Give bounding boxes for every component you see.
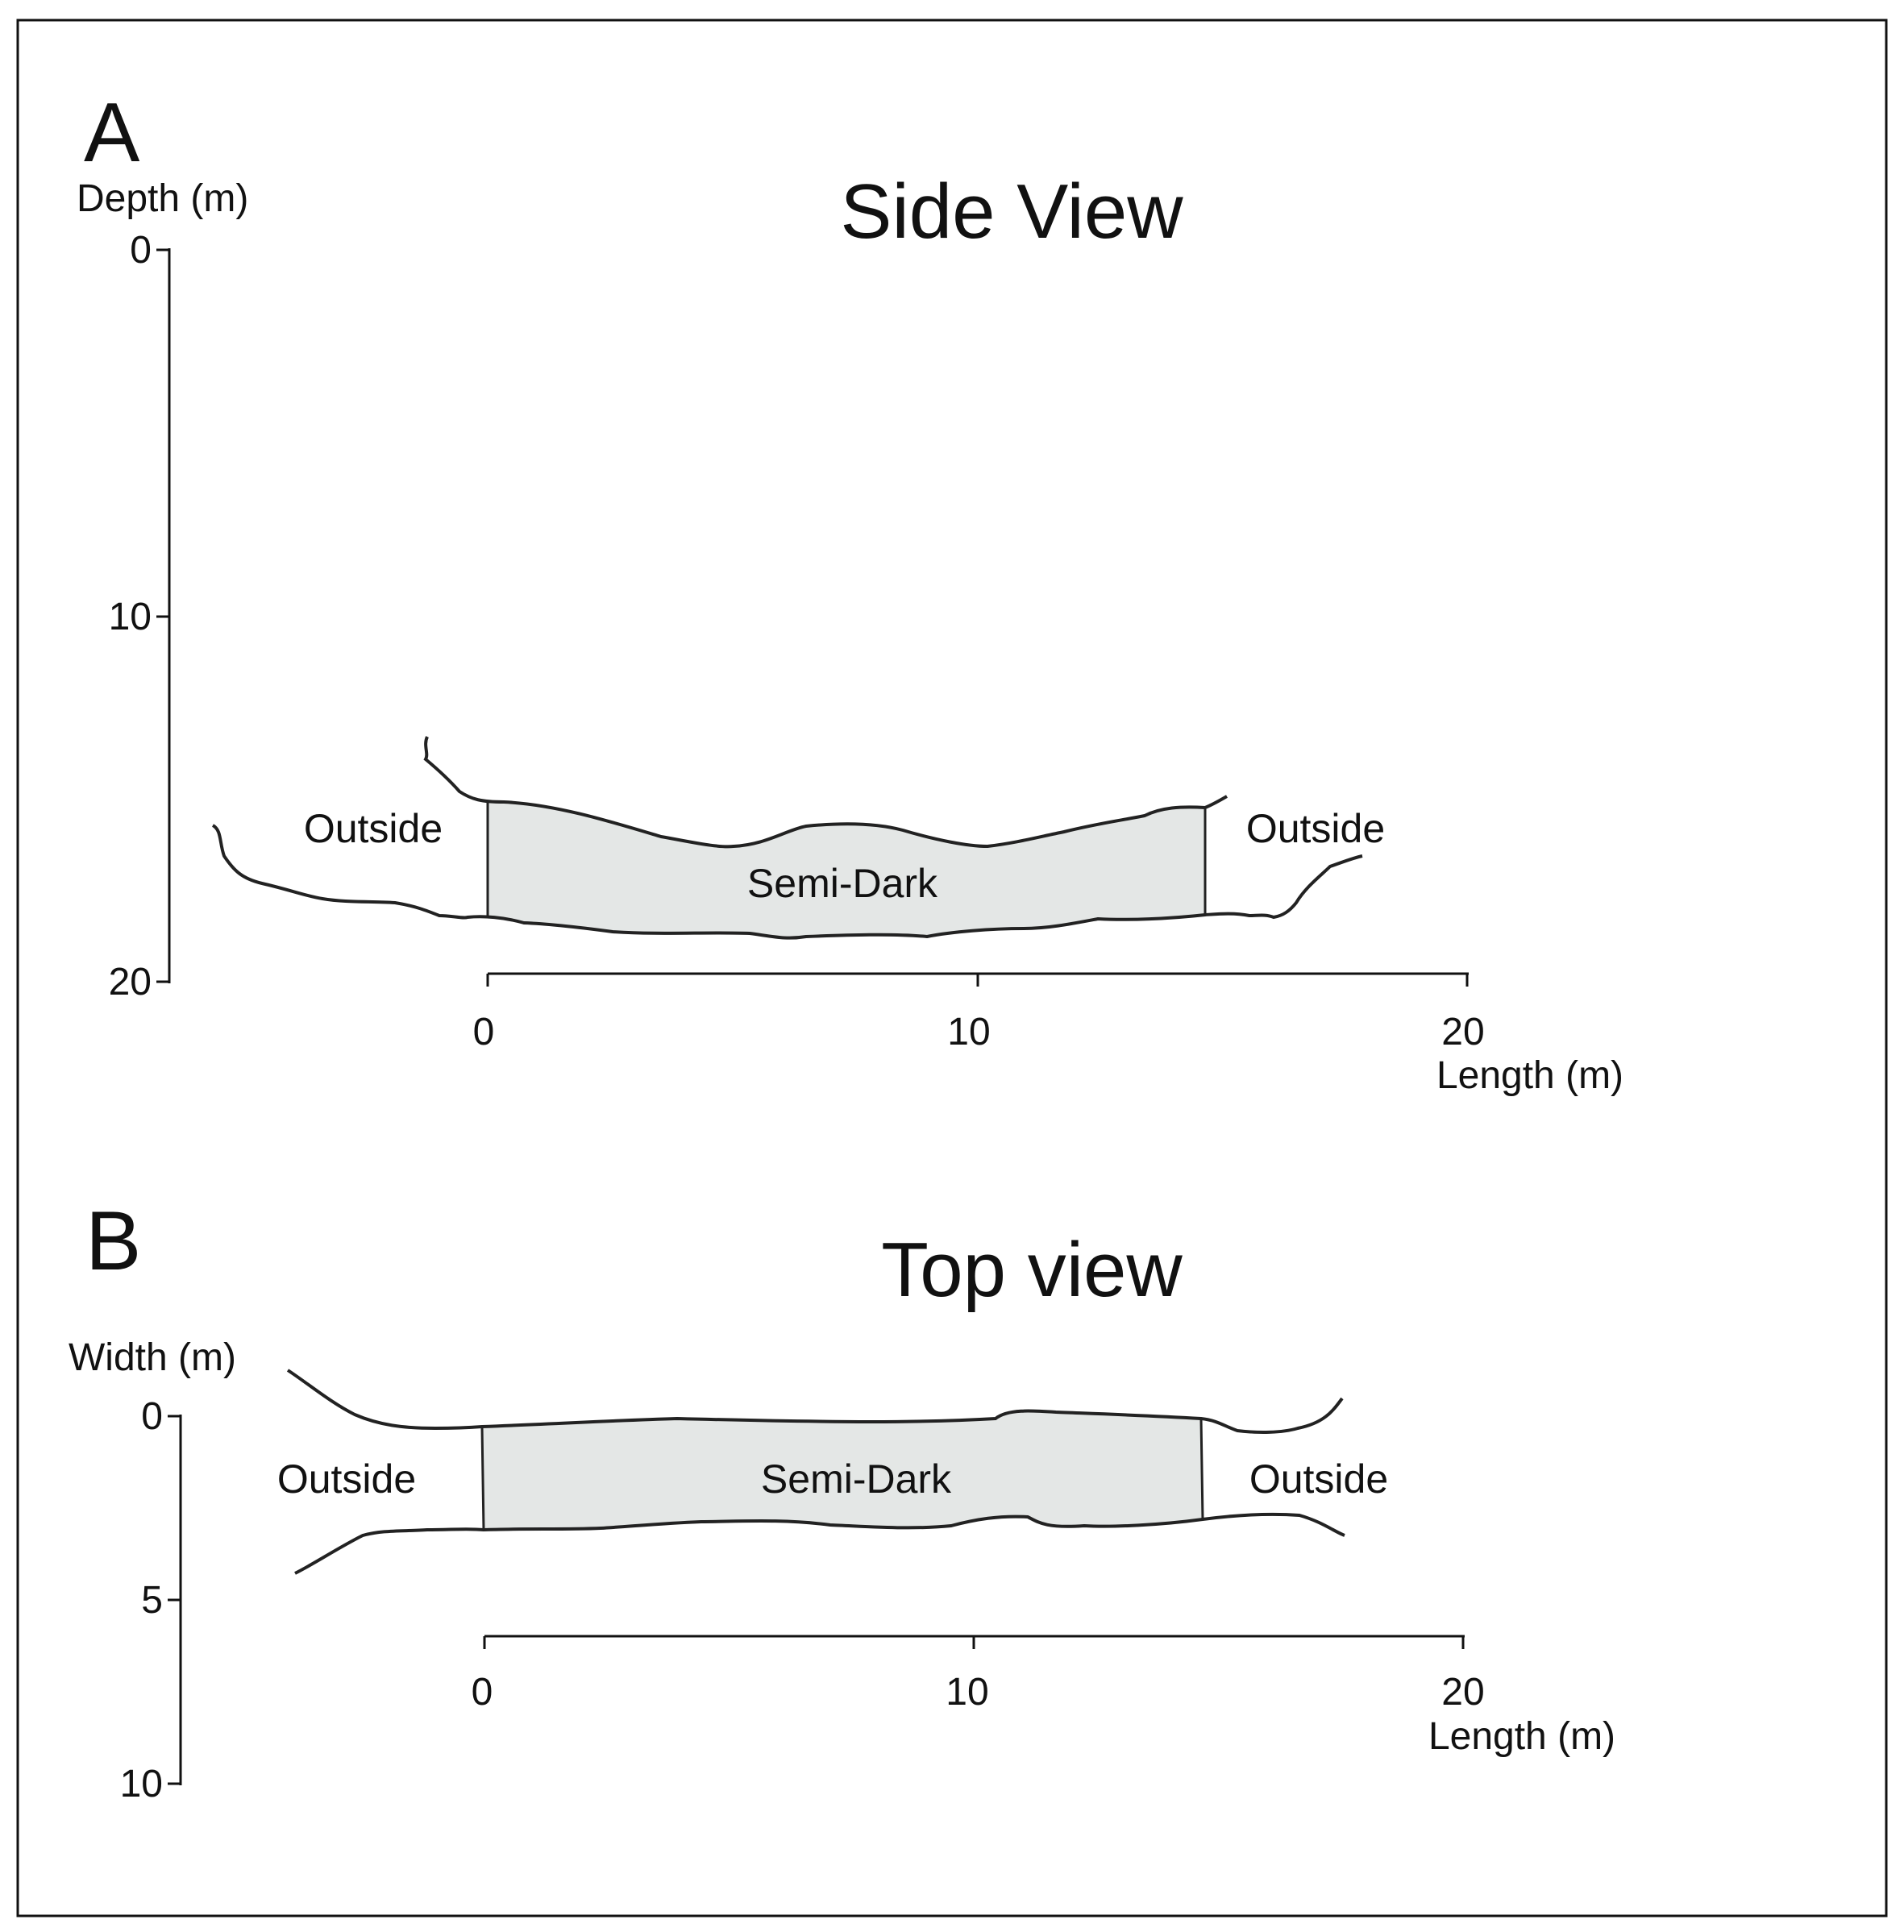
panel-a-floor-outline: [211, 824, 1363, 940]
panel-a-y-tick-label-0: 0: [130, 229, 152, 272]
panel-b-entrance-boundary: [480, 1426, 485, 1531]
panel-a-letter: A: [84, 86, 140, 180]
panel-b-upper-wall-outline: [286, 1369, 1344, 1434]
panel-b-y-tick-label-0: 0: [141, 1395, 163, 1438]
panel-b-title: Top view: [881, 1227, 1183, 1313]
panel-b-semi-dark-label: Semi-Dark: [761, 1456, 952, 1502]
panel-a-outside-left-label: Outside: [304, 806, 443, 851]
panel-a-outside-right-label: Outside: [1246, 806, 1385, 851]
panel-a-x-tick-label-20: 20: [1441, 1011, 1484, 1053]
panel-a-ceiling-outline: [423, 736, 1228, 849]
panel-a-x-axis-title: Length (m): [1436, 1054, 1623, 1097]
panel-a: A Side View Depth (m) 0 10 20 0 10 20 Le…: [77, 86, 1623, 1097]
panel-b-x-tick-label-10: 10: [946, 1671, 988, 1714]
panel-a-y-tick-label-10: 10: [109, 596, 152, 638]
panel-a-semi-dark-label: Semi-Dark: [747, 861, 938, 906]
panel-a-semi-dark-zone: [488, 802, 1205, 938]
panel-b: B Top view Width (m) 0 5 10 0 10 20 Leng…: [69, 1195, 1615, 1805]
panel-a-y-tick-label-20: 20: [109, 961, 152, 1003]
panel-b-y-tick-label-5: 5: [141, 1579, 163, 1622]
figure-frame: [16, 19, 1888, 1917]
panel-b-y-axis-title: Width (m): [69, 1336, 236, 1379]
panel-a-title: Side View: [840, 168, 1183, 255]
panel-b-x-axis-title: Length (m): [1428, 1715, 1615, 1758]
panel-b-x-tick-label-0: 0: [472, 1671, 493, 1714]
panel-b-y-tick-label-10: 10: [120, 1763, 163, 1805]
panel-b-outside-right-label: Outside: [1249, 1456, 1388, 1502]
panel-b-outside-left-label: Outside: [277, 1456, 416, 1502]
panel-b-lower-wall-outline: [294, 1512, 1345, 1575]
panel-b-x-tick-label-20: 20: [1441, 1671, 1484, 1714]
panel-a-y-axis-title: Depth (m): [77, 177, 248, 220]
panel-a-x-tick-label-0: 0: [473, 1011, 495, 1053]
panel-b-semi-dark-zone: [482, 1411, 1203, 1530]
panel-b-letter: B: [85, 1195, 141, 1288]
panel-b-exit-boundary: [1199, 1418, 1204, 1520]
panel-a-x-tick-label-10: 10: [947, 1011, 990, 1053]
